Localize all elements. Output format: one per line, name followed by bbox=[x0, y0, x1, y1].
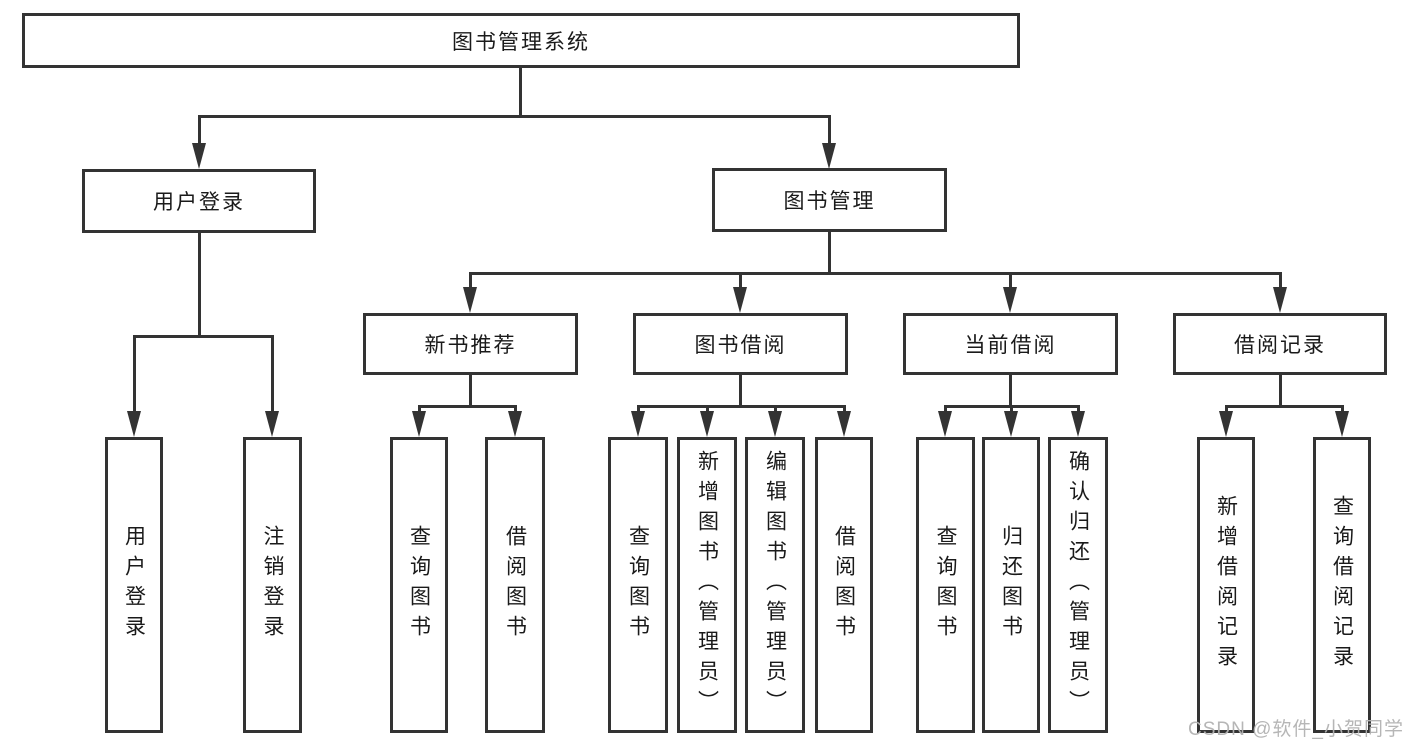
arrow-down-icon bbox=[265, 411, 279, 437]
arrow-down-icon bbox=[733, 287, 747, 313]
leaf-return-book: 归还图书 bbox=[982, 437, 1040, 733]
connector-group2-hbar bbox=[637, 405, 845, 408]
connector-group4-stub bbox=[1279, 375, 1282, 407]
arrow-down-icon bbox=[1335, 411, 1349, 437]
arrow-down-icon bbox=[1273, 287, 1287, 313]
arrow-down-icon bbox=[192, 143, 206, 169]
arrow-down-icon bbox=[1003, 287, 1017, 313]
leaf-query-books-borrowing: 查询图书 bbox=[608, 437, 668, 733]
csdn-watermark: CSDN @软件_小贺同学 bbox=[1188, 719, 1404, 740]
connector-group4-hbar bbox=[1225, 405, 1343, 408]
connector-book-branch-hbar bbox=[469, 272, 1282, 275]
leaf-borrow-books-borrowing: 借阅图书 bbox=[815, 437, 873, 733]
connector-group1-stem2 bbox=[514, 405, 517, 415]
connector-user-branch-stub bbox=[198, 233, 201, 337]
connector-user-login-stem bbox=[198, 115, 201, 145]
leaf-edit-book-admin: 编辑图书（管理员） bbox=[745, 437, 805, 733]
arrow-down-icon bbox=[768, 411, 782, 437]
arrow-down-icon bbox=[822, 143, 836, 169]
connector-user-branch-hbar bbox=[133, 335, 274, 338]
leaf-add-book-admin: 新增图书（管理员） bbox=[677, 437, 737, 733]
node-library-management-system: 图书管理系统 bbox=[22, 13, 1020, 68]
leaf-logout: 注销登录 bbox=[243, 437, 302, 733]
arrow-down-icon bbox=[938, 411, 952, 437]
arrow-down-icon bbox=[631, 411, 645, 437]
arrow-down-icon bbox=[700, 411, 714, 437]
arrow-down-icon bbox=[127, 411, 141, 437]
connector-group1-hbar bbox=[418, 405, 517, 408]
connector-group1-stub bbox=[469, 375, 472, 407]
connector-group3-stem2 bbox=[1010, 405, 1013, 415]
leaf-borrow-books-recommend: 借阅图书 bbox=[485, 437, 545, 733]
connector-root-stub bbox=[519, 68, 522, 117]
connector-book-branch-stub bbox=[828, 232, 831, 274]
arrow-down-icon bbox=[1219, 411, 1233, 437]
connector-book-mgmt-stem bbox=[828, 115, 831, 145]
connector-group3-stem1 bbox=[944, 405, 947, 415]
arrow-down-icon bbox=[412, 411, 426, 437]
connector-borrowing-stem bbox=[739, 272, 742, 290]
leaf-user-login: 用户登录 bbox=[105, 437, 163, 733]
arrow-down-icon bbox=[508, 411, 522, 437]
node-new-book-recommendation: 新书推荐 bbox=[363, 313, 578, 375]
leaf-add-borrow-record: 新增借阅记录 bbox=[1197, 437, 1255, 733]
connector-group3-stub bbox=[1009, 375, 1012, 407]
leaf-query-books-current: 查询图书 bbox=[916, 437, 975, 733]
connector-group4-stem2 bbox=[1341, 405, 1344, 415]
connector-group2-stub bbox=[739, 375, 742, 407]
leaf-query-books-recommend: 查询图书 bbox=[390, 437, 448, 733]
arrow-down-icon bbox=[837, 411, 851, 437]
connector-leaf-logout-stem bbox=[271, 335, 274, 413]
connector-records-stem bbox=[1279, 272, 1282, 290]
arrow-down-icon bbox=[463, 287, 477, 313]
leaf-query-borrow-record: 查询借阅记录 bbox=[1313, 437, 1371, 733]
node-borrowing-records: 借阅记录 bbox=[1173, 313, 1387, 375]
arrow-down-icon bbox=[1004, 411, 1018, 437]
connector-group2-stem4 bbox=[843, 405, 846, 415]
connector-group2-stem2 bbox=[706, 405, 709, 415]
connector-root-hbar bbox=[198, 115, 831, 118]
connector-new-book-stem bbox=[469, 272, 472, 290]
node-current-borrowing: 当前借阅 bbox=[903, 313, 1118, 375]
connector-group2-stem1 bbox=[637, 405, 640, 415]
connector-group4-stem1 bbox=[1225, 405, 1228, 415]
node-user-login: 用户登录 bbox=[82, 169, 316, 233]
leaf-confirm-return-admin: 确认归还（管理员） bbox=[1048, 437, 1108, 733]
node-book-borrowing: 图书借阅 bbox=[633, 313, 848, 375]
connector-group3-stem3 bbox=[1077, 405, 1080, 415]
connector-group2-stem3 bbox=[774, 405, 777, 415]
arrow-down-icon bbox=[1071, 411, 1085, 437]
connector-leaf-user-login-stem bbox=[133, 335, 136, 413]
connector-group1-stem1 bbox=[418, 405, 421, 415]
node-book-management: 图书管理 bbox=[712, 168, 947, 232]
connector-current-stem bbox=[1009, 272, 1012, 290]
